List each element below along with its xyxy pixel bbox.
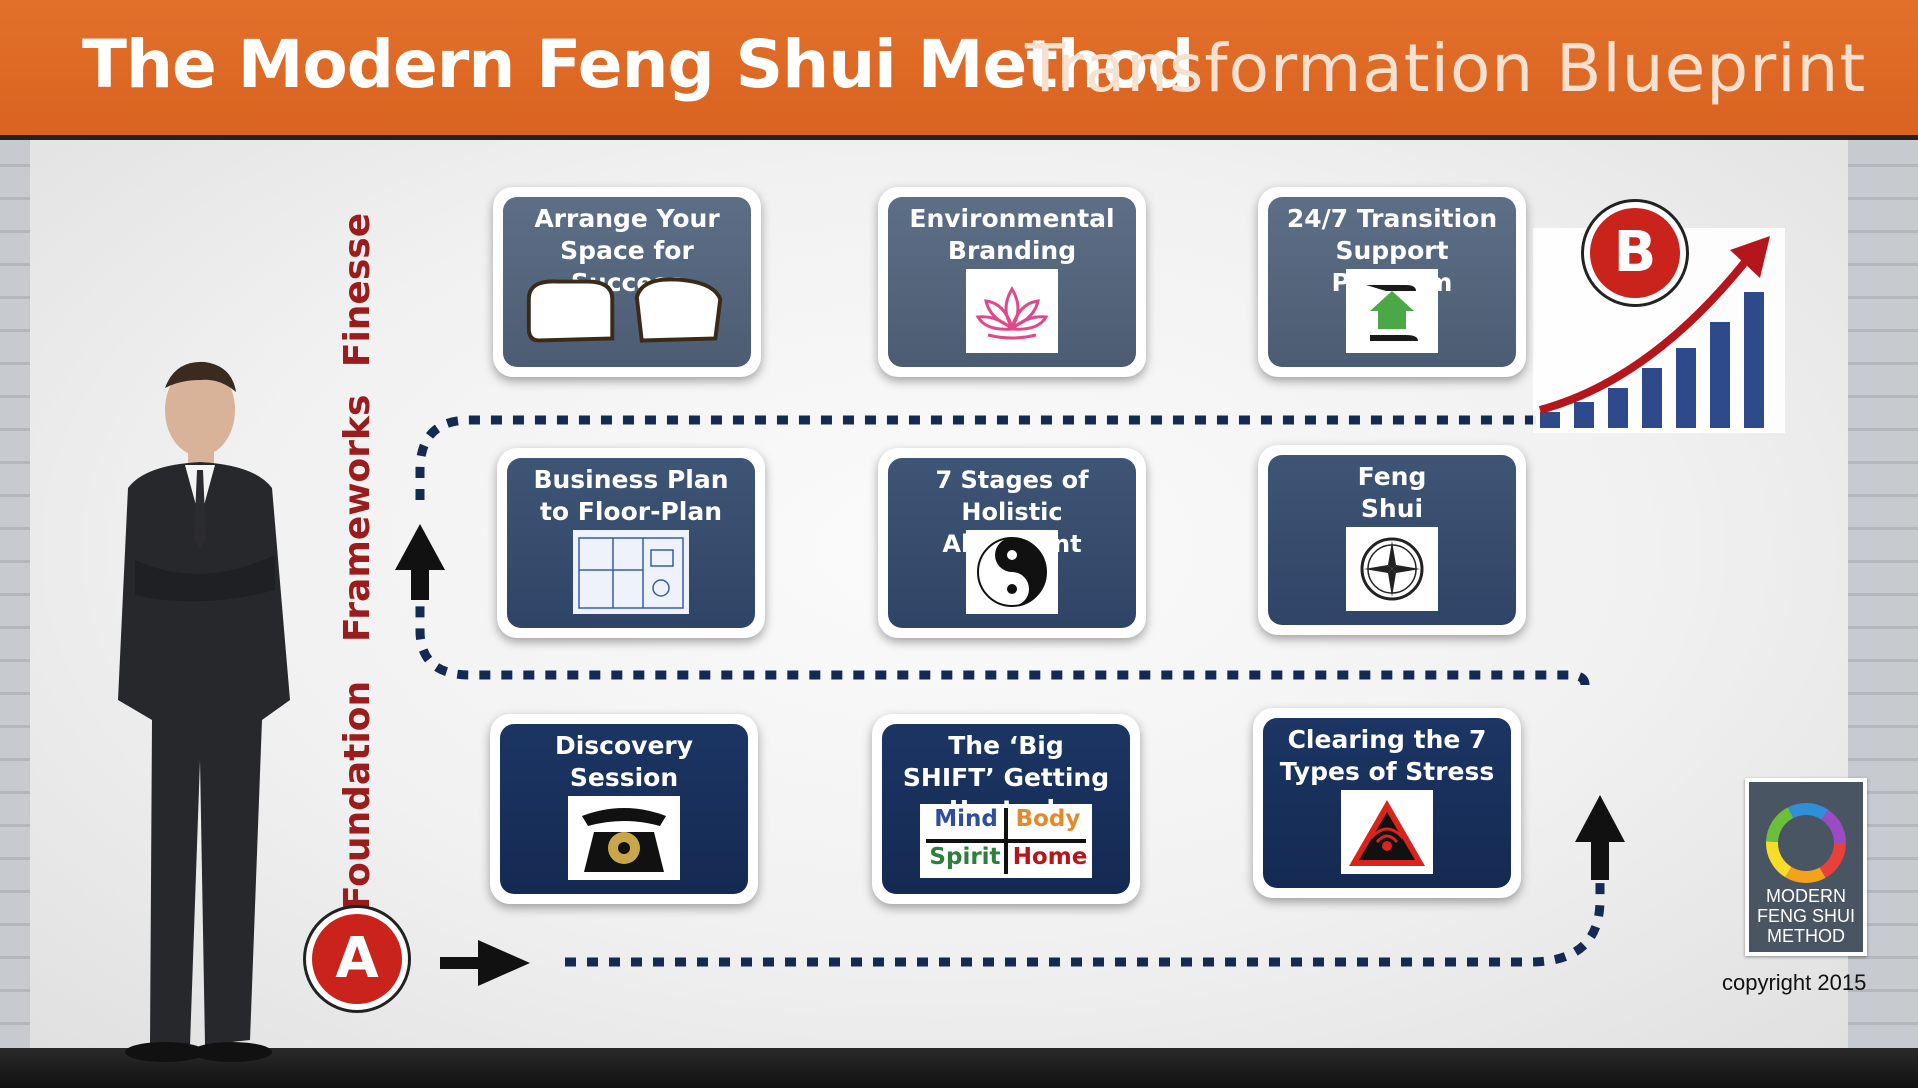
floor-plan-icon <box>573 530 689 614</box>
arrow-up-icon <box>1575 795 1625 880</box>
card-title: Business Plan to Floor-Plan <box>533 465 729 526</box>
start-badge: A <box>306 908 408 1010</box>
logo-line-1: MODERN <box>1766 886 1846 906</box>
page-title: The Modern Feng Shui Method <box>82 26 1194 103</box>
logo-line-3: METHOD <box>1767 926 1845 946</box>
businessman-figure <box>118 361 290 1062</box>
card-business-plan[interactable]: Business Plan to Floor-Plan <box>497 448 765 638</box>
card-blue-print[interactable]: Feng Shui Blue Print <box>1258 445 1526 635</box>
card-title: Environmental Branding <box>909 204 1115 265</box>
card-title: Discovery Session <box>554 731 694 792</box>
lotus-icon <box>966 269 1058 353</box>
row-label-frameworks: Frameworks <box>337 394 378 642</box>
card-title: Arrange Your Space for Success <box>534 204 720 297</box>
card-environmental-branding[interactable]: Environmental Branding <box>878 187 1146 377</box>
compass-icon <box>1346 527 1438 611</box>
house-hands-icon <box>1346 269 1438 353</box>
warning-triangle-icon <box>1341 790 1433 874</box>
logo-text: MODERN FENG SHUI METHOD <box>1749 886 1863 946</box>
logo-line-2: FENG SHUI <box>1756 906 1855 926</box>
card-big-shift[interactable]: The ‘Big SHIFT’ Getting Unstuck Mind Bod… <box>872 714 1140 904</box>
grid-label-home: Home <box>1012 844 1088 870</box>
card-arrange-space[interactable]: Arrange Your Space for Success <box>493 187 761 377</box>
grid-label-mind: Mind <box>934 806 998 832</box>
telephone-icon <box>568 796 680 880</box>
header-banner: The Modern Feng Shui Method Transformati… <box>0 0 1918 140</box>
row-label-finesse: Finesse <box>337 212 378 368</box>
grid-label-spirit: Spirit <box>929 844 1001 870</box>
mind-body-grid-icon: Mind Body Spirit Home <box>920 804 1092 878</box>
card-seven-stages[interactable]: 7 Stages of Holistic Alignment <box>878 448 1146 638</box>
armchairs-icon <box>526 277 723 343</box>
yin-yang-icon <box>966 530 1058 614</box>
copyright-text: copyright 2015 <box>1722 970 1867 995</box>
brand-logo: MODERN FENG SHUI METHOD <box>1745 778 1867 956</box>
arrow-right-icon <box>440 940 530 986</box>
card-title: Clearing the 7 Types of Stress <box>1279 725 1495 786</box>
page-subtitle: Transformation Blueprint <box>1025 30 1867 107</box>
card-transition-support[interactable]: 24/7 Transition Support Program <box>1258 187 1526 377</box>
journey-path <box>415 415 1605 967</box>
grid-label-body: Body <box>1015 806 1081 832</box>
card-clearing-stress[interactable]: Clearing the 7 Types of Stress <box>1253 708 1521 898</box>
row-label-foundation: Foundation <box>337 680 378 910</box>
rainbow-ring-icon <box>1766 803 1846 883</box>
floor <box>0 1048 1918 1088</box>
arrow-up-icon-frameworks <box>395 524 445 600</box>
end-badge: B <box>1584 202 1686 304</box>
card-discovery-session[interactable]: Discovery Session <box>490 714 758 904</box>
